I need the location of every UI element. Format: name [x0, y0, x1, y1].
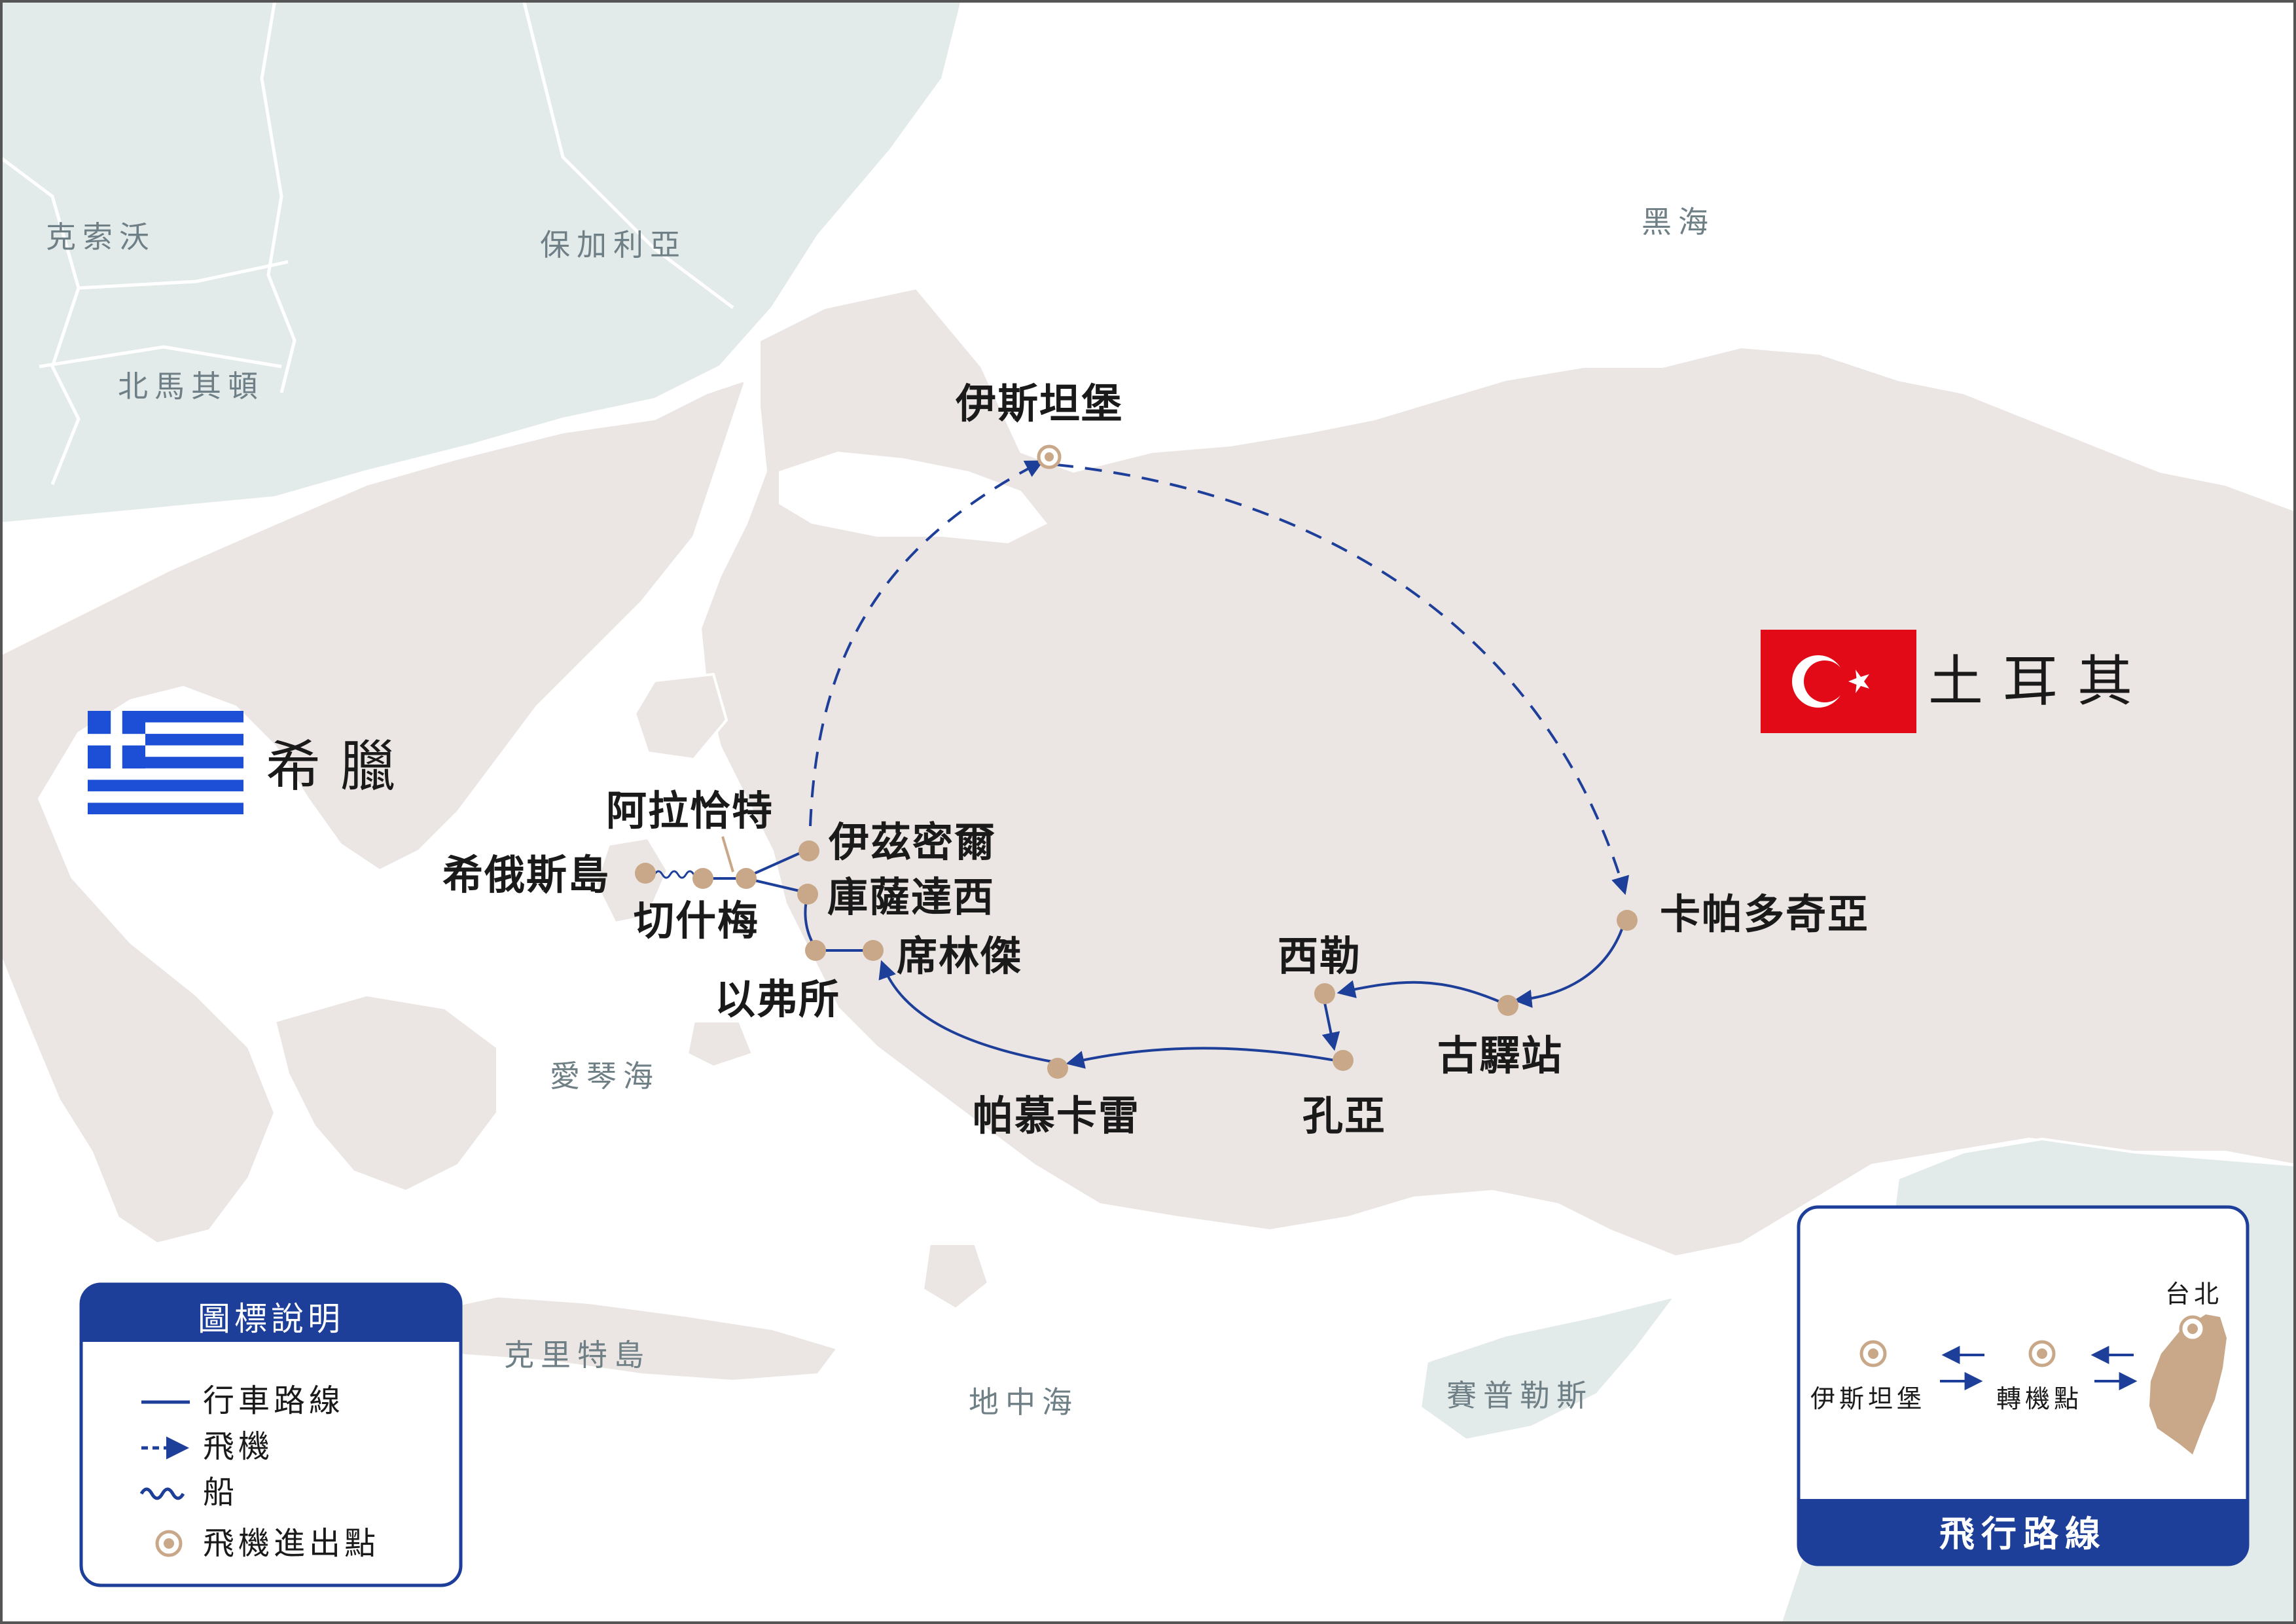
label-mediterranean: 地中海 [969, 1384, 1079, 1420]
label-chios: 希俄斯島 [442, 851, 610, 899]
point-izmir [798, 840, 819, 861]
drive-pamukkale-sirince [878, 960, 1053, 1063]
label-konya: 孔亞 [1302, 1092, 1386, 1140]
point-sille [1314, 983, 1335, 1004]
legend-ship-label: 船 [203, 1474, 238, 1511]
flight-route-to-cappadocia [1056, 463, 1630, 895]
marmara-sea [779, 452, 1047, 543]
label-cyprus: 賽普勒斯 [1446, 1378, 1593, 1413]
chios-island [594, 836, 670, 925]
rhodes-island [921, 1242, 990, 1311]
drive-kusadasi-alacati [745, 877, 808, 894]
label-kosovo: 克索沃 [46, 219, 156, 255]
turkey-flag-icon [1761, 630, 1916, 733]
label-kusadasi: 庫薩達西 [827, 873, 995, 921]
city-points [635, 840, 1638, 1079]
point-cappadocia [1617, 910, 1638, 931]
point-alacati [736, 868, 757, 889]
route-lines [653, 460, 1630, 1069]
point-sirince [863, 940, 884, 961]
label-greece: 希臘 [266, 734, 415, 799]
label-caravanserai: 古驛站 [1437, 1032, 1563, 1079]
flight-route-to-istanbul [809, 460, 1044, 827]
drive-izmir-alacati [745, 848, 808, 878]
label-alacati: 阿拉恰特 [606, 787, 774, 835]
inset-flight-route: 飛行路線 台北 轉機點 伊斯坦堡 [1797, 1205, 2250, 1566]
point-konya [1333, 1050, 1354, 1071]
label-crete: 克里特島 [504, 1337, 651, 1373]
airport-ring-icon [1037, 444, 1062, 469]
label-cesme: 切什梅 [634, 897, 759, 945]
legend-box: 圖標說明 行車路線 飛機 船 飛機進出點 [79, 1282, 463, 1587]
legend-title: 圖標說明 [198, 1300, 344, 1338]
label-cappadocia: 卡帕多奇亞 [1660, 890, 1869, 938]
point-caravanserai [1498, 995, 1518, 1016]
point-cesme [692, 868, 713, 889]
greece-peloponnese [273, 993, 499, 1193]
legend-drive-label: 行車路線 [203, 1382, 344, 1419]
drive-sille-konya [1321, 1002, 1340, 1051]
inset-transfer-label: 轉機點 [1996, 1384, 2083, 1413]
balkan-landmass [0, 0, 964, 526]
label-black-sea: 黑海 [1641, 204, 1715, 240]
label-bulgaria: 保加利亞 [540, 227, 687, 262]
samos-island [685, 1020, 755, 1069]
label-sille: 西勒 [1278, 932, 1361, 980]
taiwan-silhouette-icon [2149, 1314, 2227, 1454]
turkey-landmass [698, 286, 2296, 1259]
greece-flag-icon [88, 711, 243, 814]
inset-taipei-label: 台北 [2165, 1280, 2223, 1308]
border-lines [0, 0, 734, 485]
point-kusadasi [797, 884, 818, 905]
label-aegean-sea: 愛琴海 [550, 1058, 660, 1094]
drive-caravanserai-sille [1336, 980, 1506, 1005]
label-izmir: 伊茲密爾 [828, 818, 996, 866]
label-north-macedonia: 北馬其頓 [118, 369, 264, 404]
legend-ship-symbol [139, 1487, 185, 1500]
point-chios [635, 863, 656, 884]
label-pamukkale: 帕慕卡雷 [973, 1092, 1140, 1140]
drive-konya-pamukkale [1066, 1047, 1336, 1069]
inset-title: 飛行路線 [1939, 1513, 2107, 1555]
label-istanbul: 伊斯坦堡 [955, 380, 1123, 427]
inset-istanbul-label: 伊斯坦堡 [1810, 1384, 1926, 1413]
ship-route-cesme-chios [653, 870, 695, 879]
drive-cappadocia-caravanserai [1513, 921, 1626, 1008]
legend-plane-label: 飛機 [203, 1428, 274, 1465]
alacati-leader-line [721, 836, 734, 873]
legend-airport-label: 飛機進出點 [203, 1525, 380, 1562]
cyprus-island [1418, 1293, 1679, 1442]
greece-landmass [0, 377, 749, 1246]
label-sirince: 席林傑 [897, 932, 1022, 980]
label-turkey: 土耳其 [1928, 649, 2152, 713]
lesbos-island [633, 672, 728, 761]
point-pamukkale [1047, 1058, 1068, 1079]
point-ephesus [805, 940, 826, 961]
label-ephesus: 以弗所 [715, 975, 840, 1023]
